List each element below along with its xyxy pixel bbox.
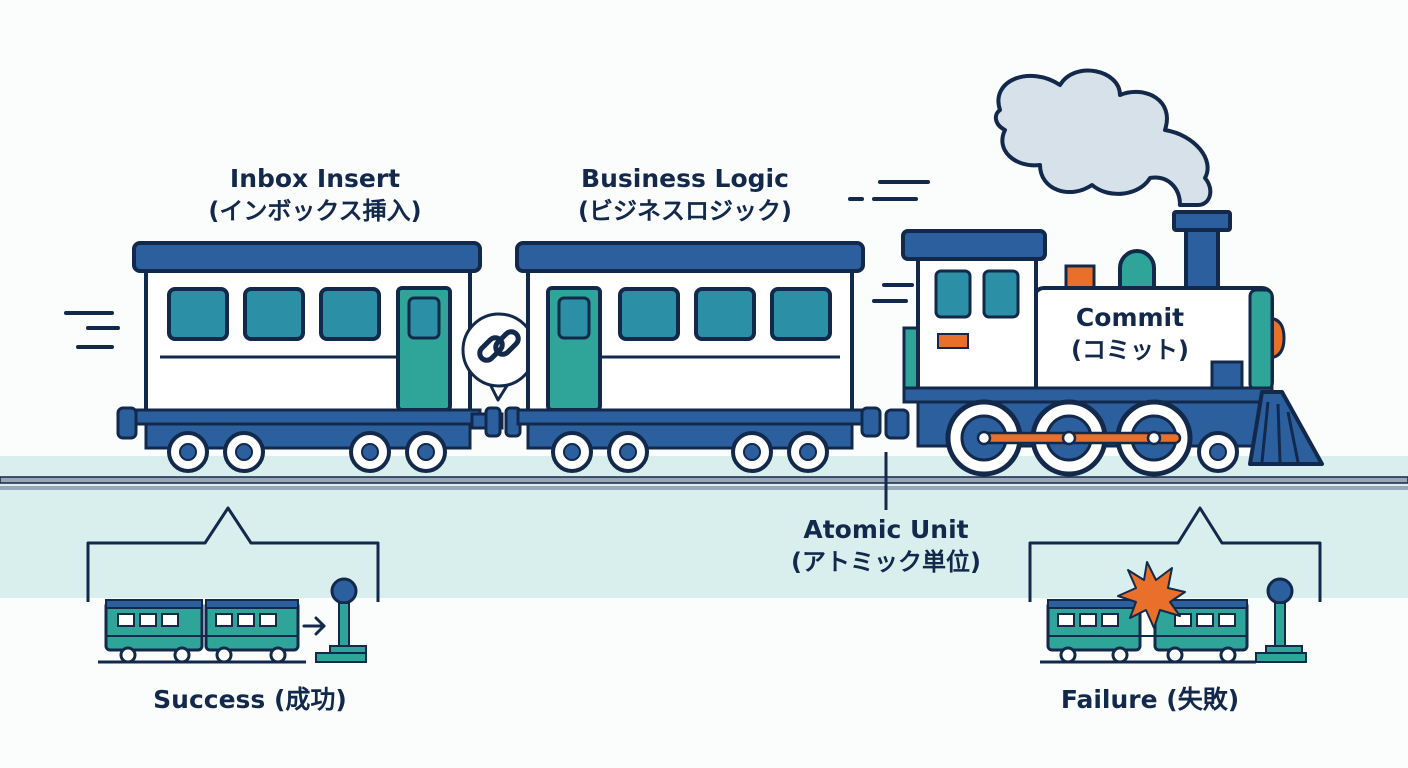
inbox-title: Inbox Insert <box>229 164 401 193</box>
locomotive <box>884 68 1324 477</box>
success-label: Success (成功) <box>153 685 347 714</box>
inbox-car <box>116 241 482 473</box>
business-title: Business Logic <box>581 164 789 193</box>
smoke-cloud <box>993 68 1213 207</box>
arrow-right-icon <box>302 616 326 636</box>
business-car <box>515 241 882 473</box>
inbox-label: Inbox Insert (インボックス挿入) <box>190 163 440 227</box>
commit-subtitle: (コミット) <box>1071 335 1189 364</box>
atomic-label: Atomic Unit (アトミック単位) <box>766 514 1006 578</box>
success-train <box>98 599 306 664</box>
business-subtitle: (ビジネスロジック) <box>578 196 792 225</box>
success-callout <box>86 506 380 664</box>
signal-post-icon <box>315 577 367 663</box>
commit-label: Commit (コミット) <box>1050 302 1210 366</box>
rail <box>0 476 1408 490</box>
atomic-subtitle: (アトミック単位) <box>791 547 981 576</box>
signal-post-icon <box>1255 577 1307 663</box>
explosion-icon <box>1117 561 1186 629</box>
coupler <box>470 406 522 438</box>
business-label: Business Logic (ビジネスロジック) <box>555 163 815 227</box>
inbox-subtitle: (インボックス挿入) <box>208 196 422 225</box>
atomic-title: Atomic Unit <box>803 515 969 544</box>
failure-callout <box>1028 506 1322 664</box>
motion-lines <box>64 180 930 349</box>
chain-link-icon <box>461 312 537 402</box>
commit-title: Commit <box>1075 303 1185 332</box>
failure-label: Failure (失敗) <box>1060 685 1240 714</box>
